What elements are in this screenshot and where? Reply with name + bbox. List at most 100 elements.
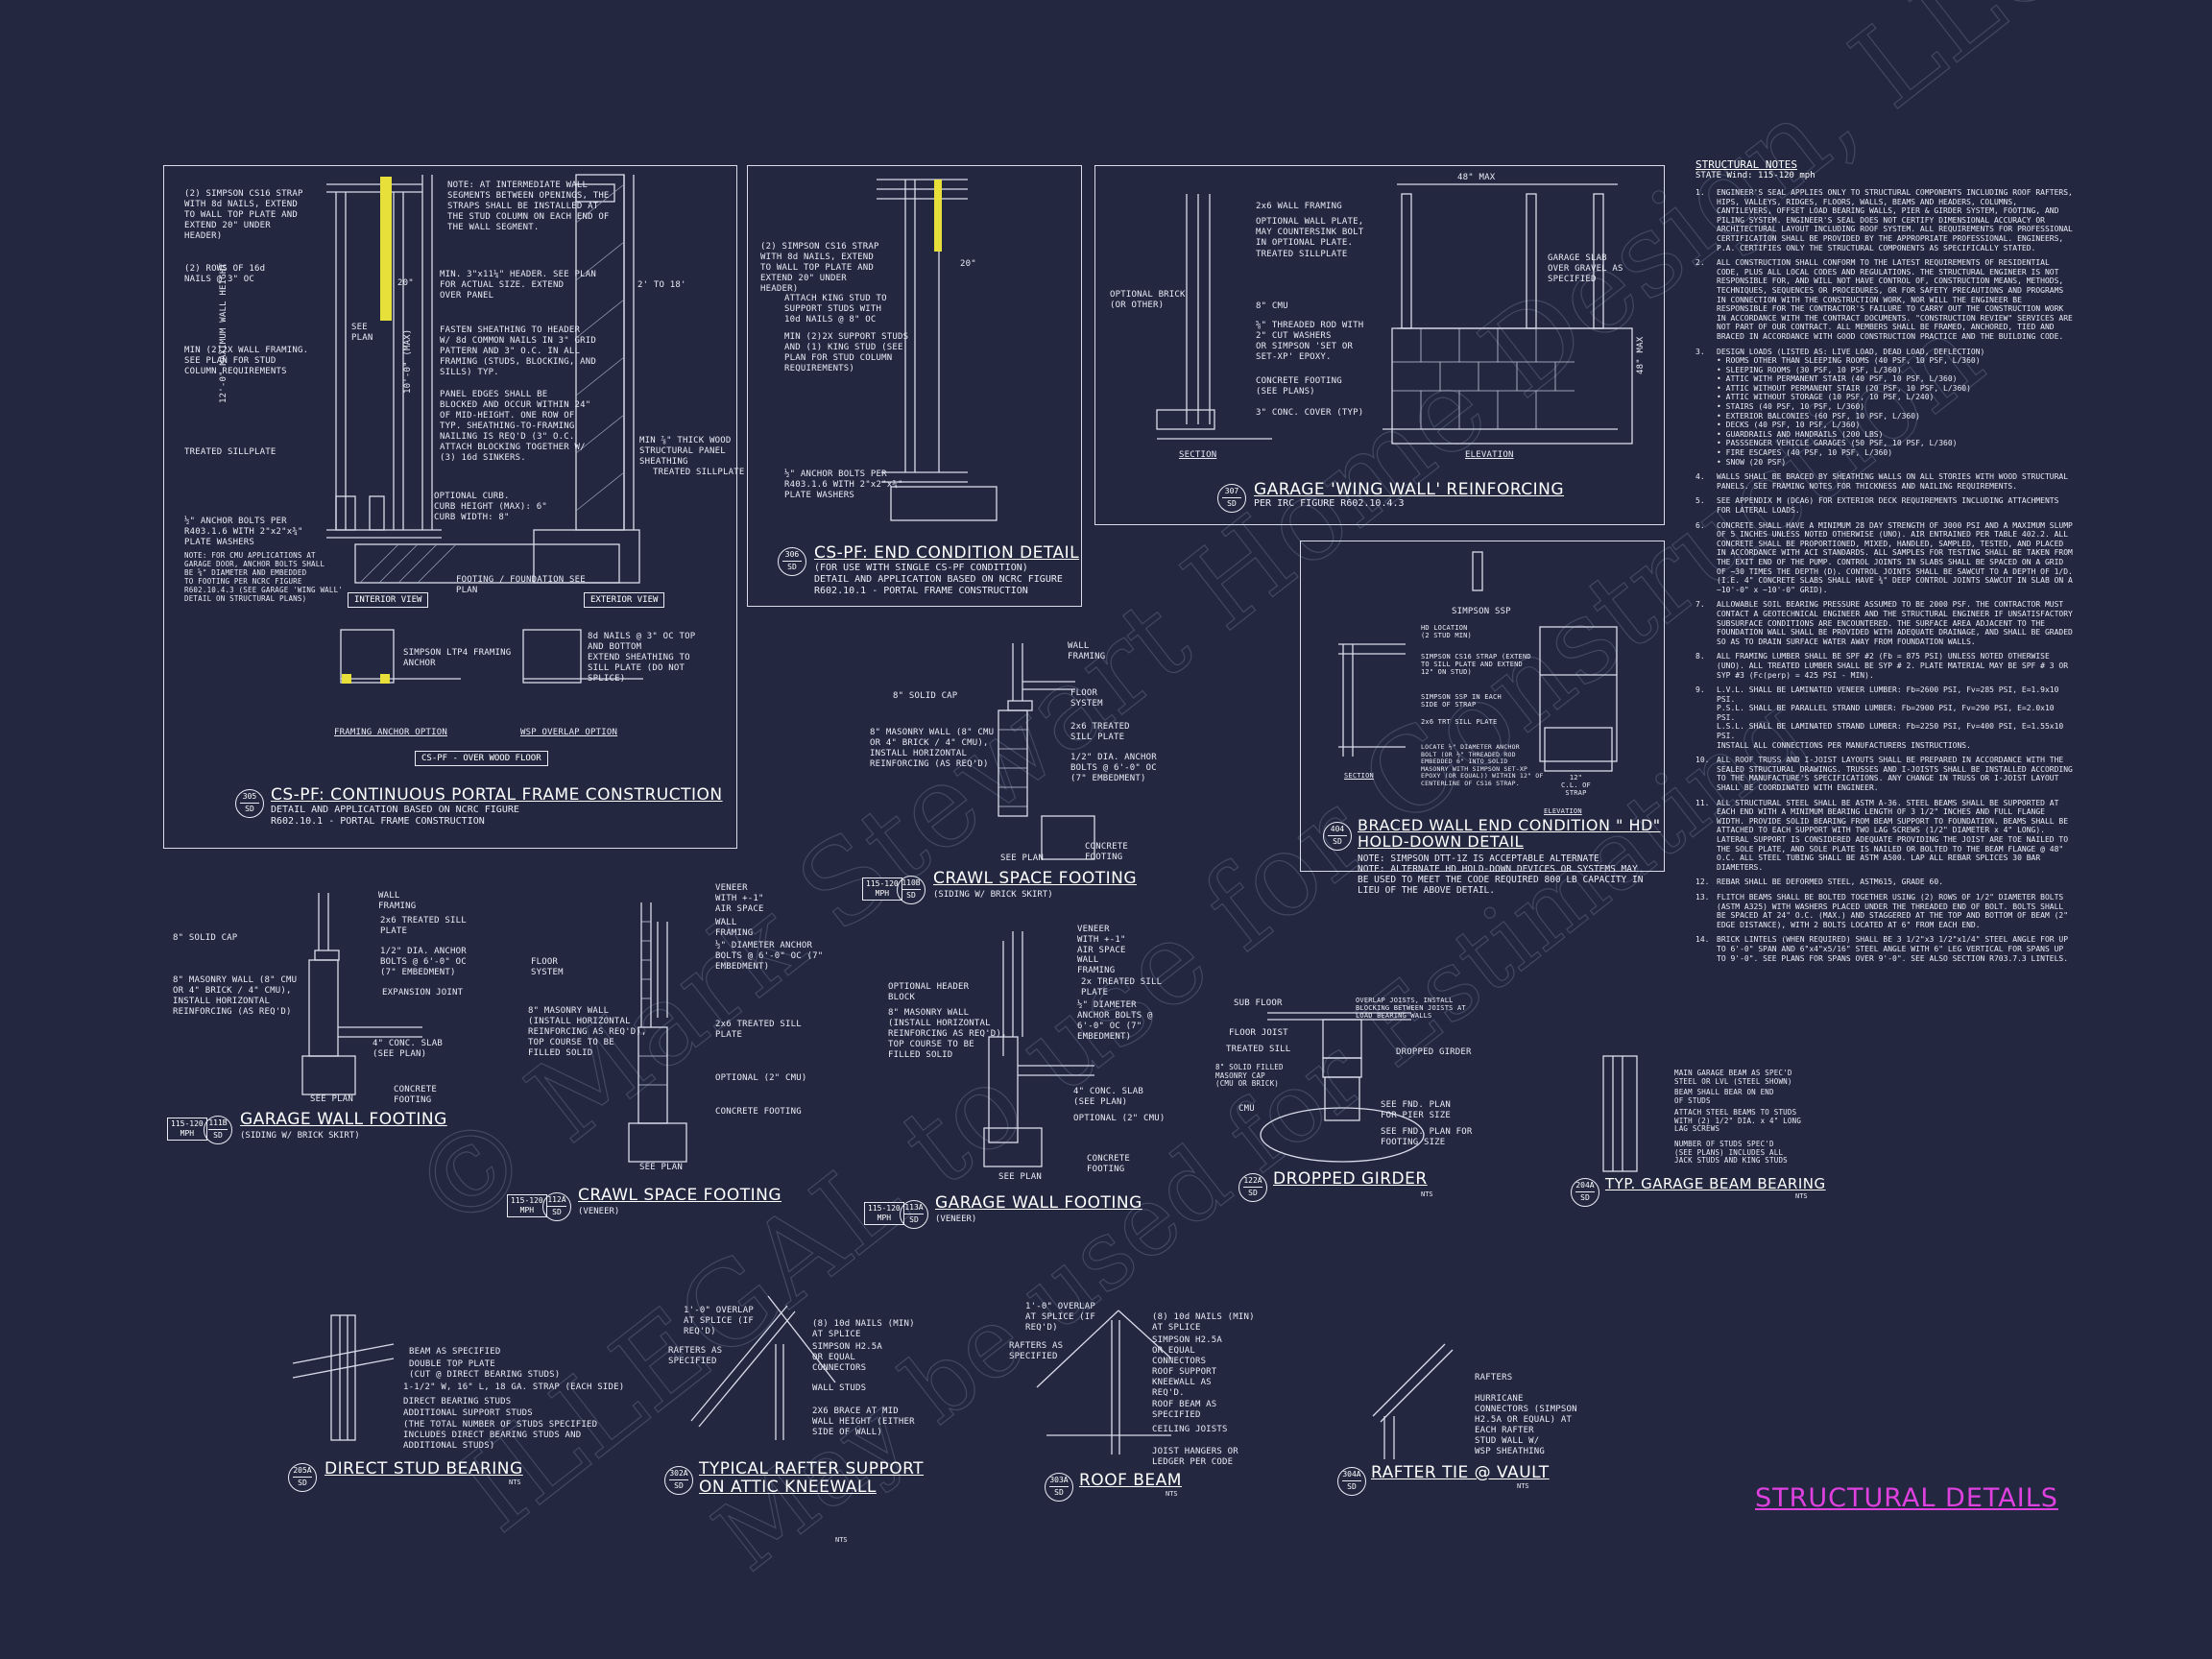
detail-111b-drawing bbox=[301, 893, 422, 1095]
structural-note: 8.ALL FRAMING LUMBER SHALL BE SPF #2 (Fb… bbox=[1695, 652, 2076, 680]
d404-elevation-label: ELEVATION bbox=[1544, 807, 1582, 815]
d304a-note-b: HURRICANE CONNECTORS (SIMPSON H2.5A OR E… bbox=[1475, 1394, 1577, 1435]
d110b-note-e: 2x6 TREATED SILL PLATE bbox=[1070, 722, 1130, 742]
d305-title: CS-PF: CONTINUOUS PORTAL FRAME CONSTRUCT… bbox=[271, 785, 723, 805]
d113a-note-h: OPTIONAL (2" CMU) bbox=[1073, 1114, 1166, 1123]
d404-note-g: 12" C.L. OF STRAP bbox=[1561, 774, 1591, 797]
d307-title: GARAGE 'WING WALL' REINFORCING bbox=[1254, 480, 1565, 499]
d303a-note-g: CEILING JOISTS bbox=[1152, 1425, 1228, 1434]
d112a-note-f: 2x6 TREATED SILL PLATE bbox=[715, 1020, 802, 1040]
structural-note: 14. BRICK LINTELS (WHEN REQUIRED) SHALL B… bbox=[1695, 935, 2076, 963]
d122a-note-d: TREATED SILL bbox=[1226, 1045, 1291, 1054]
d305-dim-2-18: 2' TO 18' bbox=[637, 280, 686, 290]
structural-note: 5.SEE APPENDIX M (DCA6) FOR EXTERIOR DEC… bbox=[1695, 496, 2076, 515]
structural-note-text: ENGINEER'S SEAL APPLIES ONLY TO STRUCTUR… bbox=[1717, 188, 2073, 252]
structural-note-number: 12. bbox=[1695, 878, 1710, 887]
d305-note-l: TREATED SILLPLATE bbox=[653, 468, 745, 477]
detail-305-drawing bbox=[326, 174, 643, 684]
d112a-note-e: 8" MASONRY WALL (INSTALL HORIZONTAL REIN… bbox=[528, 1006, 647, 1058]
structural-note-number: 4. bbox=[1695, 472, 1705, 482]
d307-section-label: SECTION bbox=[1179, 450, 1217, 460]
detail-304a-drawing bbox=[1372, 1343, 1454, 1459]
structural-note: 7.ALLOWABLE SOIL BEARING PRESSURE ASSUME… bbox=[1695, 600, 2076, 646]
structural-note-text: DESIGN LOADS (LISTED AS: LIVE LOAD, DEAD… bbox=[1717, 347, 1985, 467]
d113a-note-g: 4" CONC. SLAB (SEE PLAN) bbox=[1073, 1087, 1144, 1107]
d204a-note-c: ATTACH STEEL BEAMS TO STUDS WITH (2) 1/2… bbox=[1674, 1108, 1802, 1133]
structural-note: 2.ALL CONSTRUCTION SHALL CONFORM TO THE … bbox=[1695, 258, 2076, 341]
d122a-note-a: SUB FLOOR bbox=[1234, 998, 1283, 1008]
structural-note-number: 2. bbox=[1695, 258, 1705, 268]
d111b-note-e: 1/2" DIA. ANCHOR BOLTS @ 6'-0" OC (7" EM… bbox=[380, 947, 467, 977]
d303a-note-f: ROOF BEAM AS SPECIFIED bbox=[1152, 1400, 1217, 1420]
d110b-subtitle: (SIDING W/ BRICK SKIRT) bbox=[933, 890, 1053, 900]
structural-note-number: 8. bbox=[1695, 652, 1705, 661]
d204a-note-d: NUMBER OF STUDS SPEC'D (SEE PLANS) INCLU… bbox=[1674, 1140, 1788, 1165]
d306-note-a: (2) SIMPSON CS16 STRAP WITH 8d NAILS, EX… bbox=[760, 242, 879, 294]
d302a-note-b: (8) 10d NAILS (MIN) AT SPLICE bbox=[812, 1319, 915, 1339]
d404-note-b: HD LOCATION (2 STUD MIN) bbox=[1421, 624, 1472, 639]
structural-note: 3.DESIGN LOADS (LISTED AS: LIVE LOAD, DE… bbox=[1695, 348, 2076, 468]
d307-dim-side: 48" MAX bbox=[1636, 336, 1646, 374]
d110b-note-b: 8" SOLID CAP bbox=[893, 691, 958, 701]
detail-122a-drawing bbox=[1260, 1012, 1425, 1163]
structural-note: 11.ALL STRUCTURAL STEEL SHALL BE ASTM A-… bbox=[1695, 799, 2076, 873]
d305-over-wood: CS-PF - OVER WOOD FLOOR bbox=[415, 751, 548, 766]
d304a-note-a: RAFTERS bbox=[1475, 1373, 1513, 1382]
structural-note-text: ALL STRUCTURAL STEEL SHALL BE ASTM A-36.… bbox=[1717, 798, 2069, 872]
d304a-nts: NTS bbox=[1517, 1482, 1529, 1490]
detail-307-drawing bbox=[1156, 183, 1633, 445]
sheet-title: STRUCTURAL DETAILS bbox=[1755, 1483, 2058, 1513]
structural-note: 13.FLITCH BEAMS SHALL BE BOLTED TOGETHER… bbox=[1695, 893, 2076, 929]
d305-note-m: OPTIONAL CURB. CURB HEIGHT (MAX): 6" CUR… bbox=[434, 492, 547, 522]
d307-note-i: GARAGE SLAB OVER GRAVEL AS SPECIFIED bbox=[1548, 253, 1623, 284]
d404-section-label: SECTION bbox=[1344, 772, 1374, 780]
structural-note-number: 14. bbox=[1695, 935, 1710, 945]
d404-note-f: LOCATE ½" DIAMETER ANCHOR BOLT (OR ½" TH… bbox=[1421, 743, 1544, 787]
d122a-note-h: SEE FND. PLAN FOR PIER SIZE bbox=[1381, 1100, 1452, 1120]
d305-framing-anchor: FRAMING ANCHOR OPTION bbox=[334, 728, 447, 737]
d305-note-g: NOTE: AT INTERMEDIATE WALL SEGMENTS BETW… bbox=[447, 180, 610, 232]
structural-notes-list: 1.ENGINEER'S SEAL APPLIES ONLY TO STRUCT… bbox=[1695, 188, 2076, 969]
d304a-note-c: STUD WALL W/ WSP SHEATHING bbox=[1475, 1436, 1546, 1456]
d307-note-a: 2x6 WALL FRAMING bbox=[1256, 202, 1342, 211]
detail-404-frame bbox=[1300, 541, 1665, 872]
d305-wall-height: 12'-0" MAXIMUM WALL HEIGHT bbox=[219, 262, 228, 403]
d306-note-d: ½" ANCHOR BOLTS PER R403.1.6 WITH 2"x2"x… bbox=[784, 469, 903, 500]
d404-subtitle: NOTE: SIMPSON DTT-1Z IS ACCEPTABLE ALTER… bbox=[1358, 854, 1644, 896]
d305-note-h: MIN. 3"x11¼" HEADER. SEE PLAN FOR ACTUAL… bbox=[440, 270, 596, 301]
structural-notes-heading: STRUCTURAL NOTES bbox=[1695, 158, 1797, 171]
d205a-note-c: 1-1/2" W, 16" L, 18 GA. STRAP (EACH SIDE… bbox=[403, 1382, 625, 1392]
d110b-note-d: 8" MASONRY WALL (8" CMU OR 4" BRICK / 4"… bbox=[870, 728, 995, 769]
structural-note: 1.ENGINEER'S SEAL APPLIES ONLY TO STRUCT… bbox=[1695, 188, 2076, 252]
d305-note-k: MIN ⅞" THICK WOOD STRUCTURAL PANEL SHEAT… bbox=[639, 436, 732, 467]
d122a-note-i: SEE FND. PLAN FOR FOOTING SIZE bbox=[1381, 1127, 1473, 1147]
d302a-title: TYPICAL RAFTER SUPPORT ON ATTIC KNEEWALL bbox=[699, 1459, 925, 1497]
structural-note-number: 6. bbox=[1695, 520, 1705, 530]
detail-110b-drawing bbox=[998, 643, 1095, 860]
d305-note-b: (2) ROWS OF 16d NAILS @ 3" OC bbox=[184, 264, 266, 284]
d305-subtitle: DETAIL AND APPLICATION BASED ON NCRC FIG… bbox=[271, 805, 519, 827]
d205a-title: DIRECT STUD BEARING bbox=[325, 1459, 523, 1479]
d305-interior-view: INTERIOR VIEW bbox=[348, 592, 429, 608]
d110b-note-f: 1/2" DIA. ANCHOR BOLTS @ 6'-0" OC (7" EM… bbox=[1070, 753, 1157, 783]
d305-note-e: ½" ANCHOR BOLTS PER R403.1.6 WITH 2"x2"x… bbox=[184, 517, 303, 547]
d307-elevation-label: ELEVATION bbox=[1465, 450, 1514, 460]
d302a-nts: NTS bbox=[835, 1536, 848, 1544]
structural-note-text: BRICK LINTELS (WHEN REQUIRED) SHALL BE 3… bbox=[1717, 935, 2069, 963]
d113a-note-d: 8" MASONRY WALL (INSTALL HORIZONTAL REIN… bbox=[888, 1008, 1007, 1060]
structural-note-number: 9. bbox=[1695, 685, 1705, 695]
detail-204a-drawing bbox=[1602, 1055, 1638, 1172]
d204a-note-b: BEAM SHALL BEAR ON END OF STUDS bbox=[1674, 1088, 1774, 1105]
d111b-note-a: WALL FRAMING bbox=[378, 891, 417, 911]
d113a-note-i: CONCRETE FOOTING bbox=[1087, 1154, 1130, 1174]
d304a-title: RAFTER TIE @ VAULT bbox=[1371, 1463, 1550, 1482]
d111b-note-g: 4" CONC. SLAB (SEE PLAN) bbox=[373, 1039, 444, 1059]
